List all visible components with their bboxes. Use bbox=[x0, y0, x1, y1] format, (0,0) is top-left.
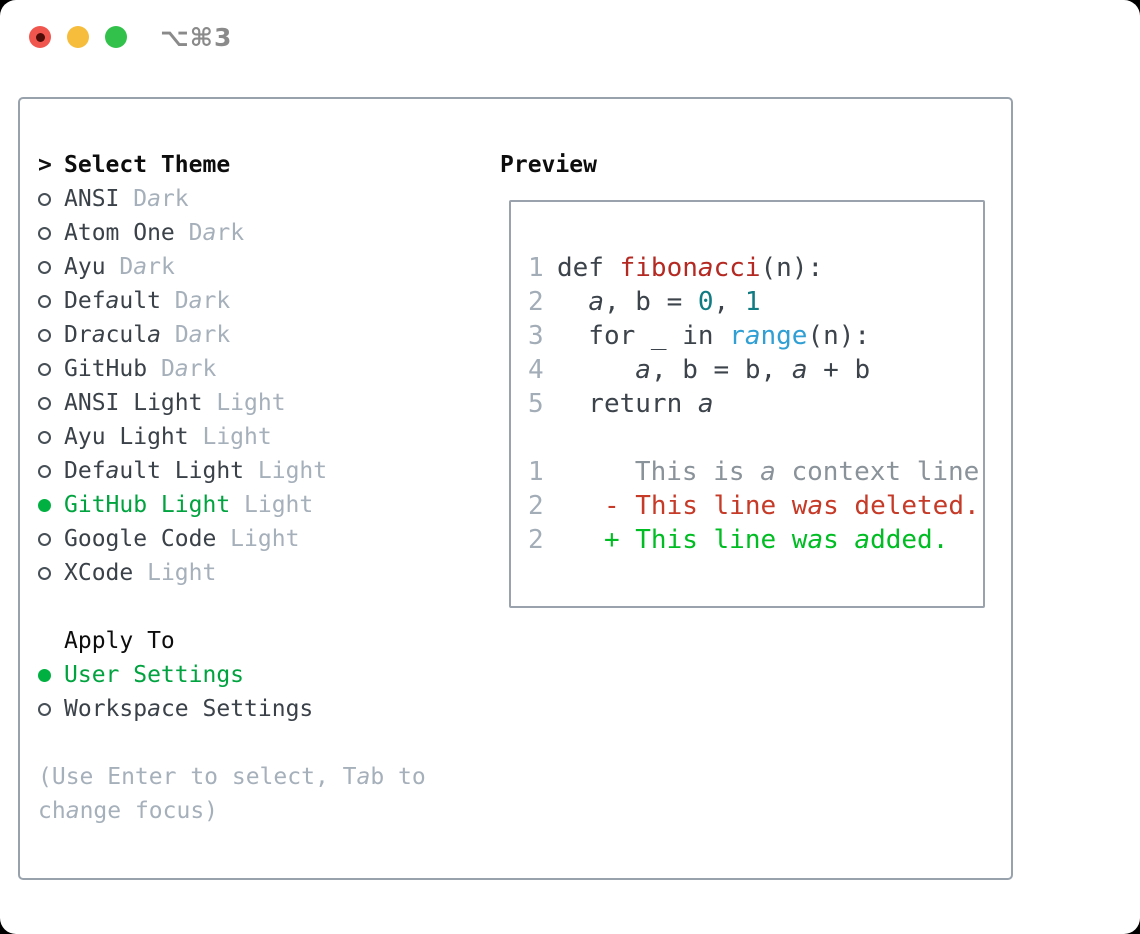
radio-icon bbox=[38, 430, 51, 444]
spacer bbox=[528, 421, 983, 455]
theme-name: Ayu Light bbox=[64, 424, 189, 450]
line-number: 1 bbox=[528, 253, 544, 283]
theme-variant: Dark bbox=[174, 220, 245, 246]
theme-item[interactable]: ANSI Dark bbox=[20, 182, 490, 216]
line-number: 2 bbox=[528, 525, 544, 555]
theme-variant: Light bbox=[133, 560, 217, 586]
theme-item[interactable]: Google Code Light bbox=[20, 522, 490, 556]
theme-item[interactable]: Default Dark bbox=[20, 284, 490, 318]
code-line: 3 for _ in range(n): bbox=[528, 321, 871, 351]
theme-item[interactable]: Ayu Light Light bbox=[20, 420, 490, 454]
code-line: 5 return a bbox=[528, 389, 714, 419]
radio-icon bbox=[38, 532, 51, 546]
select-theme-header: Select Theme bbox=[64, 152, 231, 178]
theme-variant: Dark bbox=[160, 288, 231, 314]
theme-name: ANSI Light bbox=[64, 390, 203, 416]
theme-name: Ayu bbox=[64, 254, 106, 280]
theme-variant: Light bbox=[244, 458, 328, 484]
theme-item[interactable]: ANSI Light Light bbox=[20, 386, 490, 420]
line-number: 5 bbox=[528, 389, 544, 419]
radio-selected-icon bbox=[38, 498, 51, 512]
radio-icon bbox=[38, 328, 51, 342]
theme-variant: Dark bbox=[119, 186, 189, 212]
theme-variant: Dark bbox=[147, 356, 217, 382]
apply-to-header-row: Apply To bbox=[20, 624, 490, 658]
radio-icon bbox=[38, 192, 51, 206]
radio-icon bbox=[38, 566, 51, 580]
apply-to-option[interactable]: Workspace Settings bbox=[20, 692, 490, 726]
spacer bbox=[20, 726, 490, 760]
theme-name: GitHub Light bbox=[64, 492, 231, 518]
code-line: 2 a, b = 0, 1 bbox=[528, 287, 761, 317]
theme-name: Default Light bbox=[64, 458, 245, 484]
radio-icon bbox=[38, 260, 51, 274]
close-button[interactable] bbox=[29, 26, 51, 48]
prompt-icon: > bbox=[38, 152, 52, 178]
radio-icon bbox=[38, 294, 51, 308]
apply-to-label: Workspace Settings bbox=[64, 696, 314, 722]
theme-item[interactable]: Default Light Light bbox=[20, 454, 490, 488]
apply-to-header: Apply To bbox=[64, 628, 175, 654]
zoom-button[interactable] bbox=[105, 26, 127, 48]
theme-name: Default bbox=[64, 288, 161, 314]
line-number: 4 bbox=[528, 355, 544, 385]
theme-item[interactable]: Dracula Dark bbox=[20, 318, 490, 352]
spacer bbox=[20, 590, 490, 624]
theme-variant: Light bbox=[202, 390, 286, 416]
radio-icon bbox=[38, 464, 51, 478]
theme-name: Google Code bbox=[64, 526, 217, 552]
radio-icon bbox=[38, 226, 51, 240]
radio-icon bbox=[38, 396, 51, 410]
code-line: 4 a, b = b, a + b bbox=[528, 355, 871, 385]
diff-preview: 1 This is a context line. 2 - This line w… bbox=[528, 455, 983, 557]
line-number: 2 bbox=[528, 491, 544, 521]
theme-name: Atom One bbox=[64, 220, 175, 246]
theme-name: Dracula bbox=[64, 322, 161, 348]
line-number: 3 bbox=[528, 321, 544, 351]
traffic-lights bbox=[29, 26, 127, 48]
radio-selected-icon bbox=[38, 668, 51, 682]
radio-icon bbox=[38, 362, 51, 376]
theme-variant: Dark bbox=[105, 254, 175, 280]
title-bar: ⌥⌘3 bbox=[0, 0, 1140, 74]
theme-item[interactable]: XCode Light bbox=[20, 556, 490, 590]
preview-header: Preview bbox=[500, 152, 597, 178]
diff-line: 1 This is a context line. bbox=[528, 457, 985, 487]
diff-line: 2 - This line was deleted. bbox=[528, 491, 980, 521]
minimize-button[interactable] bbox=[67, 26, 89, 48]
select-theme-header-row: > Select Theme bbox=[20, 148, 490, 182]
theme-variant: Dark bbox=[160, 322, 231, 348]
theme-name: GitHub bbox=[64, 356, 148, 382]
theme-item[interactable]: GitHub Light Light bbox=[20, 488, 490, 522]
theme-variant: Light bbox=[188, 424, 272, 450]
theme-item[interactable]: GitHub Dark bbox=[20, 352, 490, 386]
theme-name: ANSI bbox=[64, 186, 120, 212]
close-dot-icon bbox=[35, 32, 45, 42]
theme-variant: Light bbox=[230, 492, 314, 518]
line-number: 1 bbox=[528, 457, 544, 487]
window-title: ⌥⌘3 bbox=[160, 22, 233, 52]
theme-name: XCode bbox=[64, 560, 134, 586]
diff-line: 2 + This line was added. bbox=[528, 525, 949, 555]
radio-icon bbox=[38, 702, 51, 716]
theme-variant: Light bbox=[216, 526, 300, 552]
apply-to-label: User Settings bbox=[64, 662, 245, 688]
theme-item[interactable]: Ayu Dark bbox=[20, 250, 490, 284]
apply-to-option[interactable]: User Settings bbox=[20, 658, 490, 692]
theme-item[interactable]: Atom One Dark bbox=[20, 216, 490, 250]
line-number: 2 bbox=[528, 287, 544, 317]
